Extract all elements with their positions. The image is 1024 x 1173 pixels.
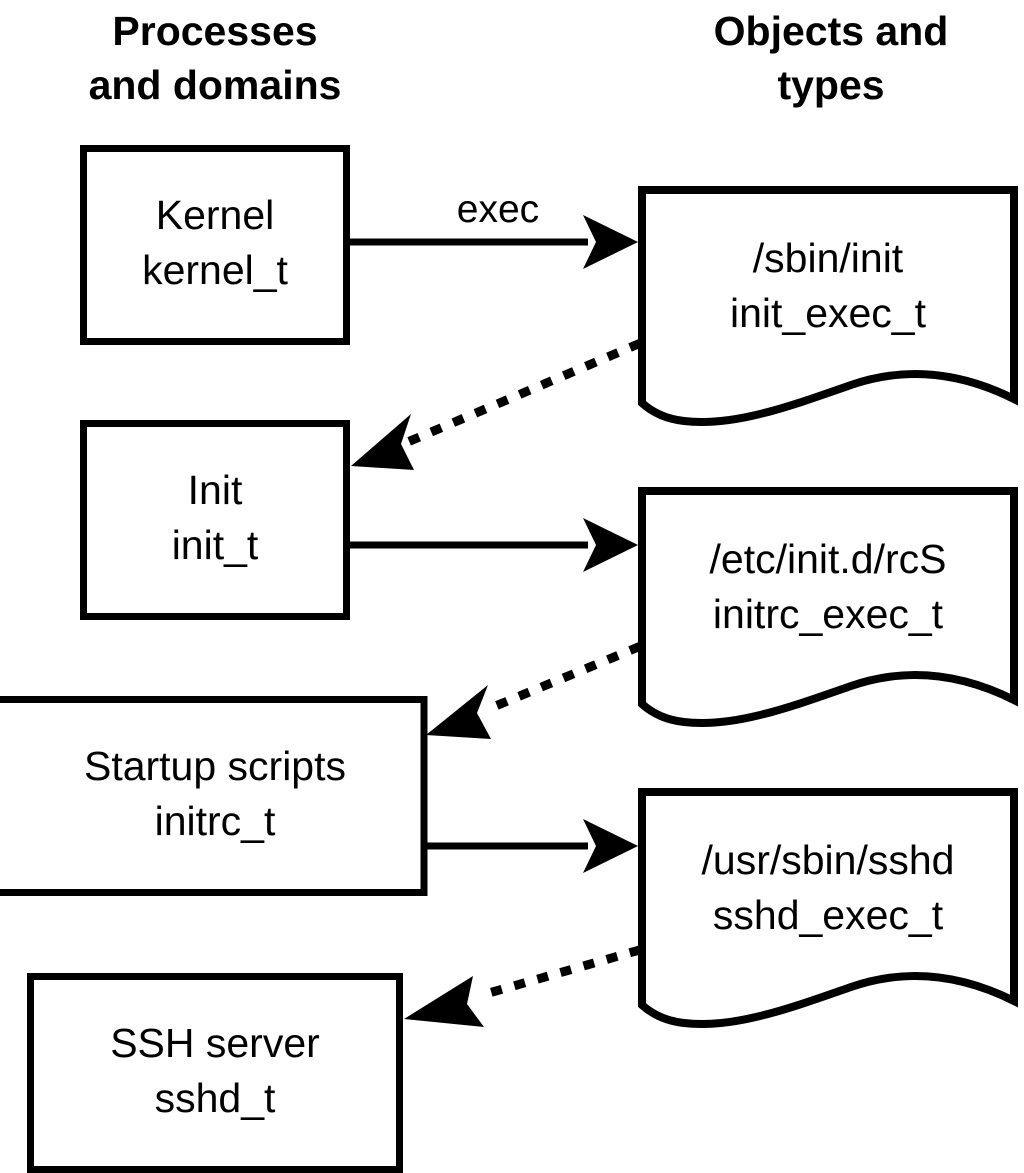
object-node-usr-sbin-sshd-document-shape[interactable] xyxy=(638,788,1018,1029)
edge-sshdexec-transition-sshd-line xyxy=(469,945,642,1003)
process-node-init-box[interactable] xyxy=(80,420,350,620)
column-header-processes-line1: Processes xyxy=(112,8,317,54)
object-node-usr-sbin-sshd[interactable]: /usr/sbin/sshd sshd_exec_t xyxy=(638,788,1018,1029)
object-node-etc-initd-rcs-line2: initrc_exec_t xyxy=(713,591,944,637)
edge-sshdexec-transition-sshd xyxy=(404,945,642,1027)
process-node-init-line1: Init xyxy=(188,467,243,513)
edge-initrc-exec-sshd xyxy=(421,819,638,873)
process-node-ssh-server[interactable]: SSH server sshd_t xyxy=(27,973,403,1173)
edge-initexec-transition-init xyxy=(351,339,642,470)
process-node-kernel-line2: kernel_t xyxy=(142,247,288,293)
process-node-startup-scripts[interactable]: Startup scripts initrc_t xyxy=(0,696,428,896)
object-node-sbin-init-line2: init_exec_t xyxy=(730,290,927,336)
edge-init-exec-rcs xyxy=(347,518,638,572)
column-header-objects: Objects and types xyxy=(714,8,949,108)
edge-initexec-transition-init-arrowhead xyxy=(351,414,414,470)
edge-rcs-transition-initrc xyxy=(426,642,642,739)
edge-rcs-transition-initrc-arrowhead xyxy=(426,685,491,739)
column-header-processes-line2: and domains xyxy=(89,62,342,108)
column-header-objects-line1: Objects and xyxy=(714,8,949,54)
edge-rcs-transition-initrc-line xyxy=(475,642,642,718)
object-node-sbin-init-document-shape[interactable] xyxy=(638,186,1018,427)
process-node-init[interactable]: Init init_t xyxy=(80,420,350,620)
object-node-sbin-init-line1: /sbin/init xyxy=(753,235,904,281)
process-node-ssh-server-line2: sshd_t xyxy=(155,1075,276,1121)
edge-kernel-exec-init: exec xyxy=(347,188,638,269)
process-node-init-line2: init_t xyxy=(172,522,259,568)
process-node-kernel-box[interactable] xyxy=(80,145,350,345)
object-node-sbin-init[interactable]: /sbin/init init_exec_t xyxy=(638,186,1018,427)
edge-kernel-exec-init-arrowhead xyxy=(583,215,638,269)
process-node-ssh-server-line1: SSH server xyxy=(110,1020,320,1066)
object-node-etc-initd-rcs[interactable]: /etc/init.d/rcS initrc_exec_t xyxy=(638,487,1018,728)
edge-init-exec-rcs-arrowhead xyxy=(583,518,638,572)
object-node-usr-sbin-sshd-line2: sshd_exec_t xyxy=(713,892,944,938)
process-node-startup-scripts-box[interactable] xyxy=(0,696,428,896)
process-node-kernel[interactable]: Kernel kernel_t xyxy=(80,145,350,345)
column-header-objects-line2: types xyxy=(777,62,884,108)
object-node-usr-sbin-sshd-line1: /usr/sbin/sshd xyxy=(702,837,955,883)
edge-initexec-transition-init-line xyxy=(397,339,642,450)
process-node-ssh-server-box[interactable] xyxy=(27,973,403,1173)
edge-sshdexec-transition-sshd-arrowhead xyxy=(404,976,484,1027)
object-node-etc-initd-rcs-line1: /etc/init.d/rcS xyxy=(710,536,947,582)
object-node-etc-initd-rcs-document-shape[interactable] xyxy=(638,487,1018,728)
process-node-startup-scripts-line2: initrc_t xyxy=(155,798,276,844)
column-header-processes: Processes and domains xyxy=(89,8,342,108)
process-node-startup-scripts-line1: Startup scripts xyxy=(84,743,346,789)
edge-initrc-exec-sshd-arrowhead xyxy=(583,819,638,873)
edge-label-exec: exec xyxy=(457,188,539,231)
process-node-kernel-line1: Kernel xyxy=(156,192,275,238)
